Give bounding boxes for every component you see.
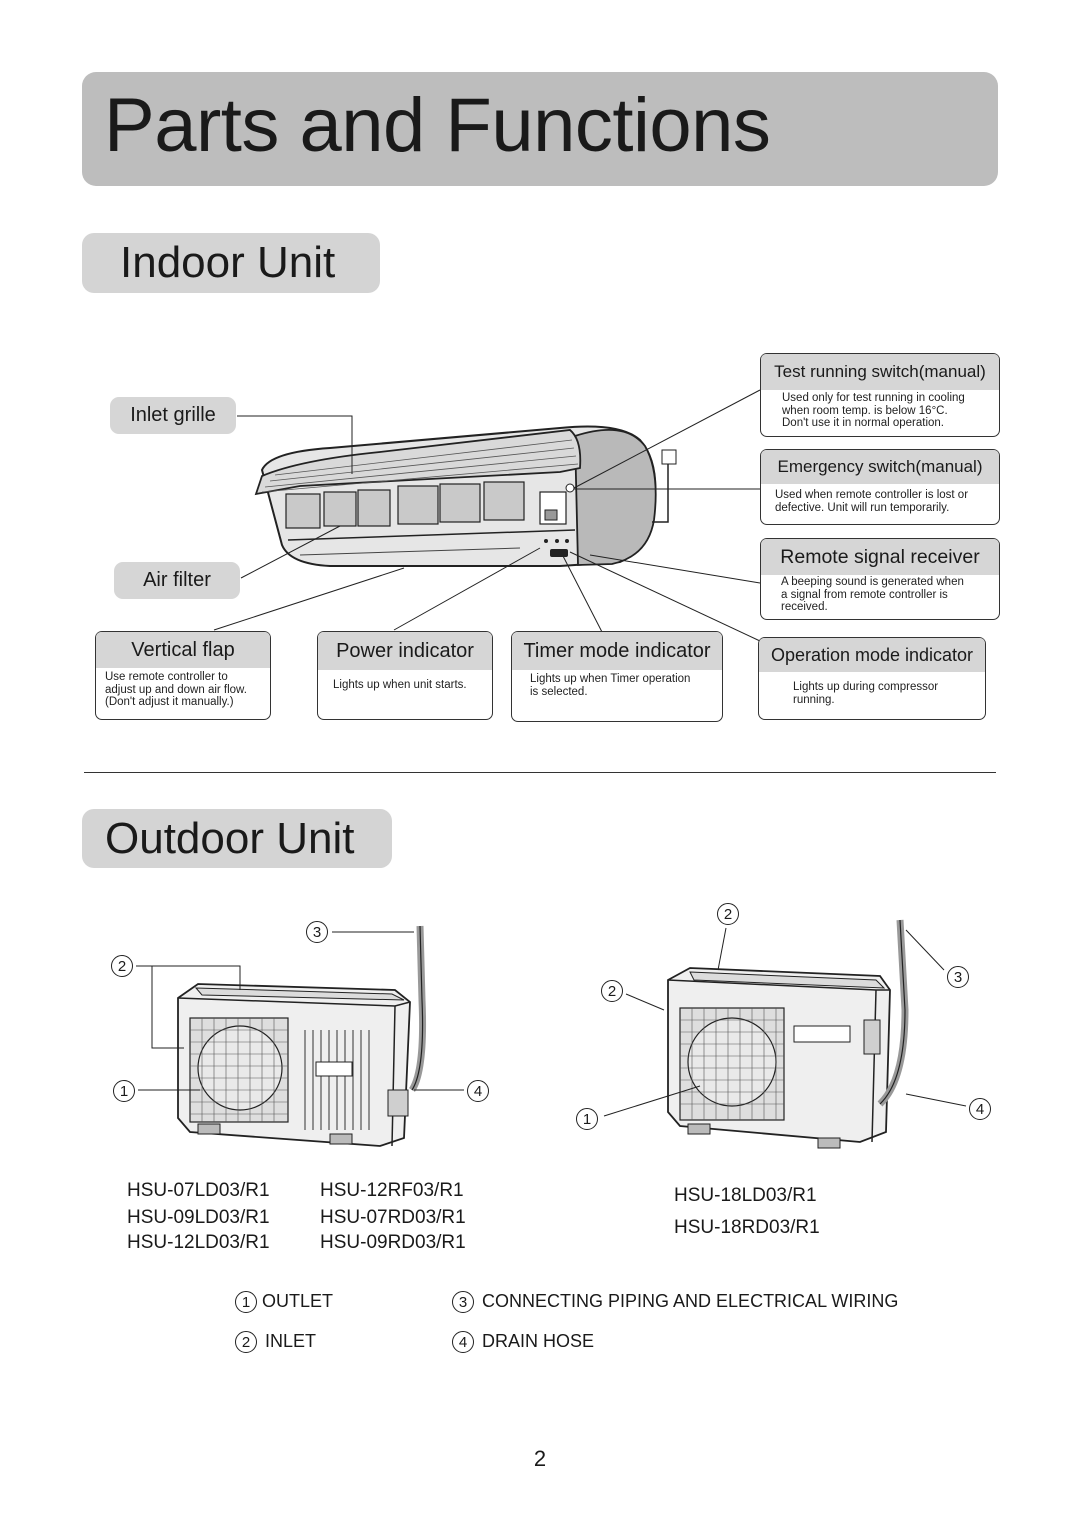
legend-outlet-label: OUTLET [262,1291,334,1311]
model-item: HSU-09RD03/R1 [320,1232,466,1253]
power-indicator-text: Lights up when unit starts. [333,679,467,691]
marker-4-right: 4 [969,1098,991,1120]
page-number: 2 [533,1446,547,1471]
legend-marker-3: 3 [452,1291,474,1314]
legend-drain-label: DRAIN HOSE [482,1331,595,1351]
legend-marker-4: 4 [452,1331,474,1354]
outdoor-heading-banner [82,809,392,868]
remote-signal-callout: Remote signal receiver A beeping sound i… [760,538,1000,620]
legend-marker-1: 1 [235,1291,257,1314]
legend-marker-2: 2 [235,1331,257,1354]
test-running-text: Used only for test running in cooling wh… [782,392,965,429]
marker-4-left: 4 [467,1080,489,1102]
page-title: Parts and Functions [104,83,771,168]
vertical-flap-callout: Vertical flap Use remote controller to a… [95,631,271,720]
legend-piping-label: CONNECTING PIPING AND ELECTRICAL WIRING [482,1291,899,1311]
marker-2-right-top: 2 [717,903,739,925]
operation-mode-title: Operation mode indicator [759,638,985,672]
timer-mode-text: Lights up when Timer operation is select… [530,673,691,698]
power-indicator-callout: Power indicator Lights up when unit star… [317,631,493,720]
test-running-title: Test running switch(manual) [761,354,999,390]
model-item: HSU-07LD03/R1 [127,1180,270,1201]
air-filter-label: Air filter [114,562,240,599]
model-list-left-col2: HSU-12RF03/R1 HSU-07RD03/R1 HSU-09RD03/R… [320,1178,466,1255]
timer-mode-title: Timer mode indicator [512,632,722,670]
inlet-grille-label: Inlet grille [110,397,236,434]
outdoor-heading: Outdoor Unit [105,814,355,863]
emergency-callout: Emergency switch(manual) Used when remot… [760,449,1000,525]
model-item: HSU-12LD03/R1 [127,1232,270,1253]
model-item: HSU-12RF03/R1 [320,1180,464,1201]
marker-3-left: 3 [306,921,328,943]
marker-2-right-side: 2 [601,980,623,1002]
legend-inlet-label: INLET [265,1331,317,1351]
model-list-right: HSU-18LD03/R1 HSU-18RD03/R1 [674,1180,820,1244]
marker-2-left: 2 [111,955,133,977]
vertical-flap-text: Use remote controller to adjust up and d… [105,671,247,708]
legend-drain: 4 DRAIN HOSE [452,1331,595,1354]
power-indicator-title: Power indicator [318,632,492,670]
marker-1-left: 1 [113,1080,135,1102]
section-divider [84,772,996,773]
timer-mode-callout: Timer mode indicator Lights up when Time… [511,631,723,722]
legend-outlet: 1 OUTLET [235,1291,334,1314]
indoor-heading: Indoor Unit [120,238,336,287]
marker-3-right: 3 [947,966,969,988]
emergency-title: Emergency switch(manual) [761,450,999,484]
operation-mode-text: Lights up during compressor running. [793,681,939,706]
model-list-left-col1: HSU-07LD03/R1 HSU-09LD03/R1 HSU-12LD03/R… [127,1178,270,1255]
model-item: HSU-18LD03/R1 [674,1185,817,1206]
emergency-text: Used when remote controller is lost or d… [775,489,969,514]
legend-piping: 3 CONNECTING PIPING AND ELECTRICAL WIRIN… [452,1291,899,1314]
marker-1-right: 1 [576,1108,598,1130]
indoor-heading-banner [82,233,380,293]
operation-mode-callout: Operation mode indicator Lights up durin… [758,637,986,720]
test-running-callout: Test running switch(manual) Used only fo… [760,353,1000,437]
remote-signal-text: A beeping sound is generated when a sign… [781,576,964,613]
title-banner [82,72,998,186]
model-item: HSU-09LD03/R1 [127,1207,270,1228]
model-item: HSU-18RD03/R1 [674,1217,820,1238]
model-item: HSU-07RD03/R1 [320,1207,466,1228]
legend-inlet: 2 INLET [235,1331,317,1354]
vertical-flap-title: Vertical flap [96,632,270,668]
remote-signal-title: Remote signal receiver [761,539,999,575]
